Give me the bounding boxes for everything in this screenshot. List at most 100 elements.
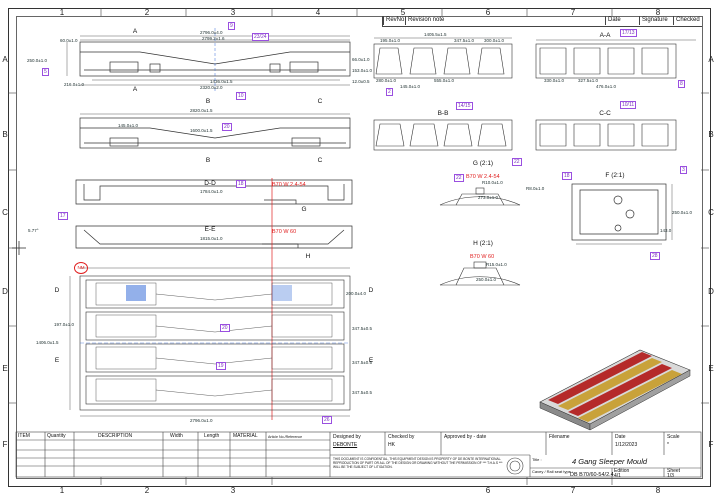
- dim-a2-327: 327.5±1.0: [578, 78, 598, 83]
- zone-col-6: 6: [485, 8, 491, 17]
- tb-designed-by-label: Designed by: [333, 434, 361, 440]
- dim-aa-145: 145.0±1.0: [400, 84, 420, 89]
- tb-filename-label: Filename: [549, 434, 570, 440]
- view-title-dd: D-D: [204, 180, 216, 187]
- dim-top-inner: 2799.2±1.6: [202, 36, 225, 41]
- section-marker-e: E: [54, 357, 60, 364]
- balloon-3: 3: [680, 166, 687, 174]
- dim-radius-10: R10.0±1.0: [482, 180, 503, 185]
- rev-col-revno: RevNo: [383, 16, 404, 25]
- tb-designed-by: DEBONTE: [333, 442, 358, 448]
- view-title-h: H (2:1): [473, 240, 493, 247]
- zone-col-2-bottom: 2: [144, 486, 150, 495]
- tb-date: 1/12/2023: [615, 442, 638, 448]
- dim-plan-right: 200.0±4.0: [346, 291, 366, 296]
- section-marker-d: D: [54, 287, 60, 294]
- tb-scale: *: [667, 442, 669, 448]
- dim-top-len2: 1436.0±1.5: [210, 79, 233, 84]
- revision-table: RevNo Revision note Date Signature Check…: [382, 16, 702, 27]
- tb-scale-label: Scale: [667, 434, 680, 440]
- balloon-18b: 18: [562, 172, 572, 180]
- balloon-8: 8: [678, 80, 685, 88]
- zone-row-a-right: A: [708, 55, 714, 64]
- zone-row-b: B: [2, 130, 8, 139]
- rev-col-checked: Checked: [673, 16, 700, 25]
- zone-row-b-right: B: [708, 130, 714, 139]
- tb-edition: 4/1: [614, 473, 621, 479]
- section-marker-b-bottom: B: [205, 157, 211, 164]
- balloon-9: 9: [228, 22, 235, 30]
- zone-col-3: 3: [230, 8, 236, 17]
- rail-label-h: B70 W 60: [470, 254, 495, 260]
- dim-b-145: 145.0±1.0: [118, 123, 138, 128]
- dim-aa-300: 300.0±1.0: [484, 38, 504, 43]
- balloon-14-15: 14/15: [456, 102, 473, 110]
- dim-top-right2: 12.0±0.5: [352, 79, 370, 84]
- tb-col-length: Length: [204, 433, 220, 439]
- tb-col-description: DESCRIPTION: [98, 433, 133, 439]
- view-title-ee: E-E: [204, 226, 216, 233]
- zone-row-d: D: [2, 287, 8, 296]
- section-marker-b: B: [205, 98, 211, 105]
- balloon-5: 5: [42, 68, 49, 76]
- zone-col-1: 1: [59, 8, 65, 17]
- zone-row-f: F: [2, 440, 8, 449]
- dim-top-right: 66.0±1.0: [352, 57, 370, 62]
- zone-row-c: C: [2, 208, 8, 217]
- section-marker-h: H: [305, 253, 311, 260]
- mould-3d: [539, 349, 691, 431]
- dim-aa-347: 347.5±1.0: [454, 38, 474, 43]
- view-title-bb: B-B: [437, 110, 449, 117]
- view-title-g: G (2:1): [472, 160, 494, 167]
- tb-date-label: Date: [615, 434, 626, 440]
- rail-label-dd: B70 W 2.4-54: [272, 182, 306, 188]
- balloon-10: 10: [236, 92, 246, 100]
- section-marker-a: A: [132, 28, 138, 35]
- dim-plan-bottom: 2796.0±1.0: [190, 418, 213, 423]
- dim-plan-347c: 347.5±0.5: [352, 390, 372, 395]
- tb-col-width: Width: [170, 433, 183, 439]
- balloon-10-11: 10/11: [620, 101, 637, 109]
- balloon-22: 22: [454, 174, 464, 182]
- section-marker-c: C: [317, 98, 323, 105]
- dim-plan-197: 197.0±1.0: [54, 322, 74, 327]
- balloon-17-13: 17/13: [620, 29, 637, 37]
- tb-confidential-notice: THIS DOCUMENT IS CONFIDENTIAL, THIS EQUI…: [333, 457, 503, 469]
- tb-approved-label: Approved by - date: [444, 434, 487, 440]
- balloon-22b: 22: [512, 158, 522, 166]
- zone-col-3-bottom: 3: [230, 486, 236, 495]
- zone-col-4: 4: [315, 8, 321, 17]
- zone-row-a: A: [2, 55, 8, 64]
- dim-top-left: 60.0±1.0: [60, 38, 78, 43]
- dim-top-216: 216.0±1.0: [64, 82, 84, 87]
- dim-top-mid: 153.0±1.0: [352, 68, 372, 73]
- balloon-17: 17: [58, 212, 68, 220]
- dim-ee-angle: 5.77°: [28, 228, 39, 233]
- balloon-23-24: 23/24: [252, 33, 269, 41]
- dim-radius-15: R15.0±1.0: [486, 262, 507, 267]
- view-title-aa: A-A: [599, 32, 611, 39]
- zone-col-6-bottom: 6: [485, 486, 491, 495]
- dim-aa-280: 280.0±1.0: [376, 78, 396, 83]
- zone-row-c-right: C: [708, 208, 714, 217]
- dim-plan-347b: 347.5±0.5: [352, 360, 372, 365]
- zone-row-d-right: D: [708, 287, 714, 296]
- zone-col-7: 7: [570, 8, 576, 17]
- view-title-cc: C-C: [599, 110, 611, 117]
- dim-aa-555: 555.0±1.0: [434, 78, 454, 83]
- dim-a2-476: 476.0±1.0: [596, 84, 616, 89]
- dim-g-273: 273.0±1.0: [478, 195, 498, 200]
- zone-col-8-bottom: 8: [655, 486, 661, 495]
- tb-drawing-title: 4 Gang Sleeper Mould: [572, 457, 648, 466]
- zone-row-f-right: F: [708, 440, 714, 449]
- zone-col-1-bottom: 1: [59, 486, 65, 495]
- section-marker-a-bottom: A: [132, 86, 138, 93]
- tb-sheet-label: Sheet: [667, 468, 681, 474]
- tb-col-article: Article No./Reference: [268, 435, 303, 439]
- rev-col-signature: Signature: [639, 16, 668, 25]
- drawing-frame: [8, 8, 711, 487]
- section-marker-c-bottom: C: [317, 157, 323, 164]
- tb-rail-seat-label: Cavey / Rail seat type :: [532, 469, 574, 474]
- zone-col-5: 5: [400, 8, 406, 17]
